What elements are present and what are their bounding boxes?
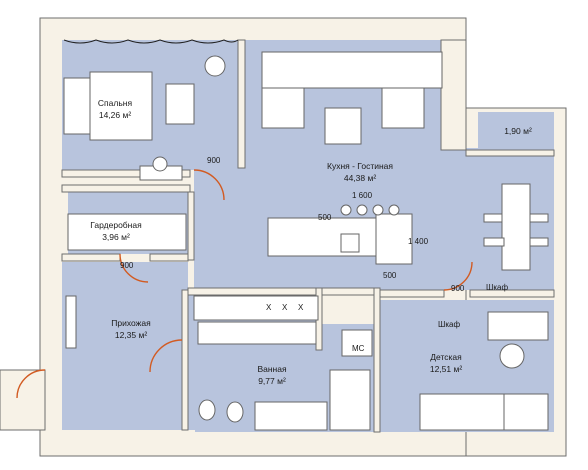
sink: [340, 233, 360, 253]
armchair: [204, 55, 226, 77]
sofa-right: [381, 87, 425, 129]
desk-chair: [499, 343, 525, 369]
coffee-table: [324, 107, 362, 145]
bedroom-name: Спальня: [98, 98, 133, 108]
bathtub: [254, 401, 328, 431]
kitchen-area: 44,38 м²: [344, 173, 376, 183]
wardrobe-shelf: [67, 213, 187, 251]
bar-stool-4: [388, 204, 400, 216]
dim-1400: 1 400: [408, 237, 429, 246]
washing-machine: [341, 329, 373, 357]
doors: [16, 169, 473, 399]
dim-1600: 1 600: [352, 191, 373, 200]
dim-900-bedroom: 900: [207, 156, 221, 165]
bed-headboard: [63, 77, 91, 135]
bed: [89, 71, 153, 141]
chair-top-left: [483, 213, 505, 223]
kids-furniture: [419, 311, 549, 431]
washbasin: [197, 321, 317, 345]
toilet: [198, 399, 216, 421]
kitchen-furniture: [261, 51, 549, 271]
balcony-area: 1,90 м²: [504, 126, 532, 136]
kids-bed: [419, 393, 505, 431]
hall-cabinet: [65, 295, 77, 349]
dim-500-top: 500: [318, 213, 332, 222]
dining-table: [501, 183, 531, 271]
label-x-1: X: [266, 303, 272, 312]
desk: [487, 311, 549, 341]
bench: [165, 83, 195, 125]
curtain: [63, 39, 239, 44]
bedroom-area: 14,26 м²: [99, 110, 131, 120]
chair-top-right: [529, 213, 549, 223]
shower: [329, 369, 371, 431]
chair-bottom-right: [529, 237, 549, 247]
dim-900-kids: 900: [451, 284, 465, 293]
label-shkaf-2: Шкаф: [438, 320, 460, 329]
island-end: [375, 213, 413, 265]
wardrobe-name: Гардеробная: [90, 220, 142, 230]
bath-counter: [193, 295, 319, 321]
dim-500-bottom: 500: [383, 271, 397, 280]
label-x-2: X: [282, 303, 288, 312]
bathroom-name: Ванная: [257, 364, 287, 374]
kids-cabinet: [503, 393, 549, 431]
bedroom-furniture: [63, 39, 239, 181]
bar-stool-3: [372, 204, 384, 216]
label-shkaf-1: Шкаф: [486, 283, 508, 292]
kids-area: 12,51 м²: [430, 364, 462, 374]
kitchen-name: Кухня - Гостиная: [327, 161, 393, 171]
sofa-back: [261, 51, 443, 89]
label-x-3: X: [298, 303, 304, 312]
interior-walls: [61, 39, 555, 433]
hallway-name: Прихожая: [111, 318, 151, 328]
wardrobe-hall-furniture: [65, 213, 319, 349]
bathroom-area: 9,77 м²: [258, 376, 286, 386]
stool: [152, 156, 168, 172]
hallway-area: 12,35 м²: [115, 330, 147, 340]
bathroom-fixtures: [198, 329, 373, 431]
bidet: [226, 401, 244, 423]
sofa-left: [261, 87, 305, 129]
bar-stool-2: [356, 204, 368, 216]
kids-name: Детская: [430, 352, 462, 362]
dim-900-wardrobe: 900: [120, 261, 134, 270]
wardrobe-area: 3,96 м²: [102, 232, 130, 242]
chair-bottom-left: [483, 237, 505, 247]
bar-stool-1: [340, 204, 352, 216]
label-mc: МС: [352, 344, 365, 353]
